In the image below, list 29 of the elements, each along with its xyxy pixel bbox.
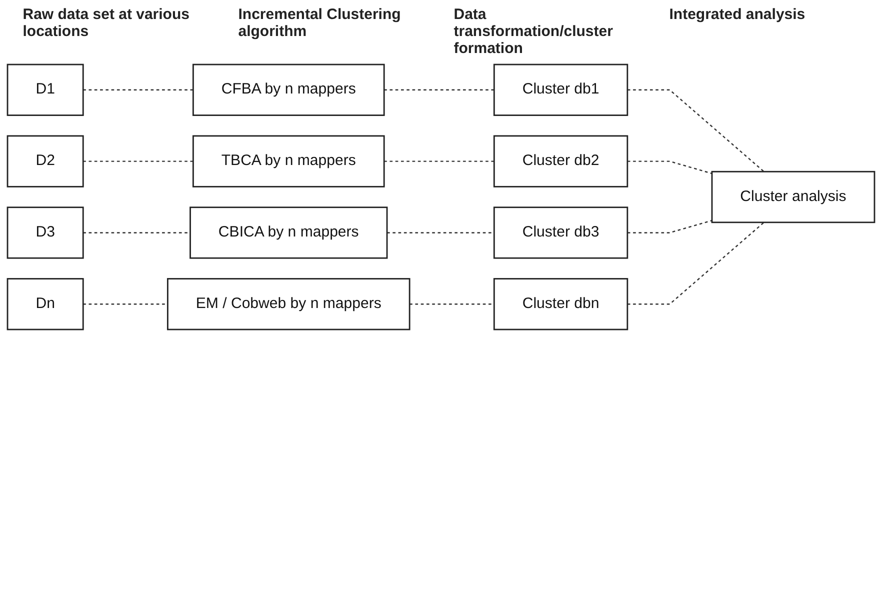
node-box: D2: [6, 135, 84, 188]
connector: [387, 232, 494, 234]
column-heading: Integrated analysis: [669, 6, 806, 25]
node-box: CBICA by n mappers: [190, 206, 388, 259]
connector: [83, 160, 194, 162]
node-box: TBCA by n mappers: [192, 135, 385, 188]
node-box: Cluster dbn: [493, 278, 628, 330]
node-box: Cluster db3: [493, 206, 628, 259]
connector: [83, 89, 194, 90]
node-box: Cluster analysis: [711, 170, 876, 224]
node-box: Dn: [6, 278, 84, 330]
connector: [627, 89, 764, 172]
connector: [627, 220, 712, 234]
connector: [83, 304, 168, 305]
node-box: Cluster db1: [493, 64, 628, 116]
column-heading: Incremental Clustering algorithm: [238, 6, 402, 42]
column-heading: Raw data set at various locations: [22, 6, 190, 42]
connector: [627, 222, 764, 305]
node-box: D1: [6, 64, 84, 116]
connector: [627, 160, 712, 174]
node-box: Cluster db2: [493, 135, 628, 188]
node-box: D3: [6, 206, 84, 259]
connector: [384, 89, 494, 90]
connector: [83, 232, 190, 234]
connector: [410, 304, 494, 305]
connector: [384, 160, 494, 162]
node-box: CFBA by n mappers: [192, 64, 385, 116]
column-heading: Data transformation/cluster formation: [454, 6, 614, 57]
node-box: EM / Cobweb by n mappers: [166, 278, 410, 330]
